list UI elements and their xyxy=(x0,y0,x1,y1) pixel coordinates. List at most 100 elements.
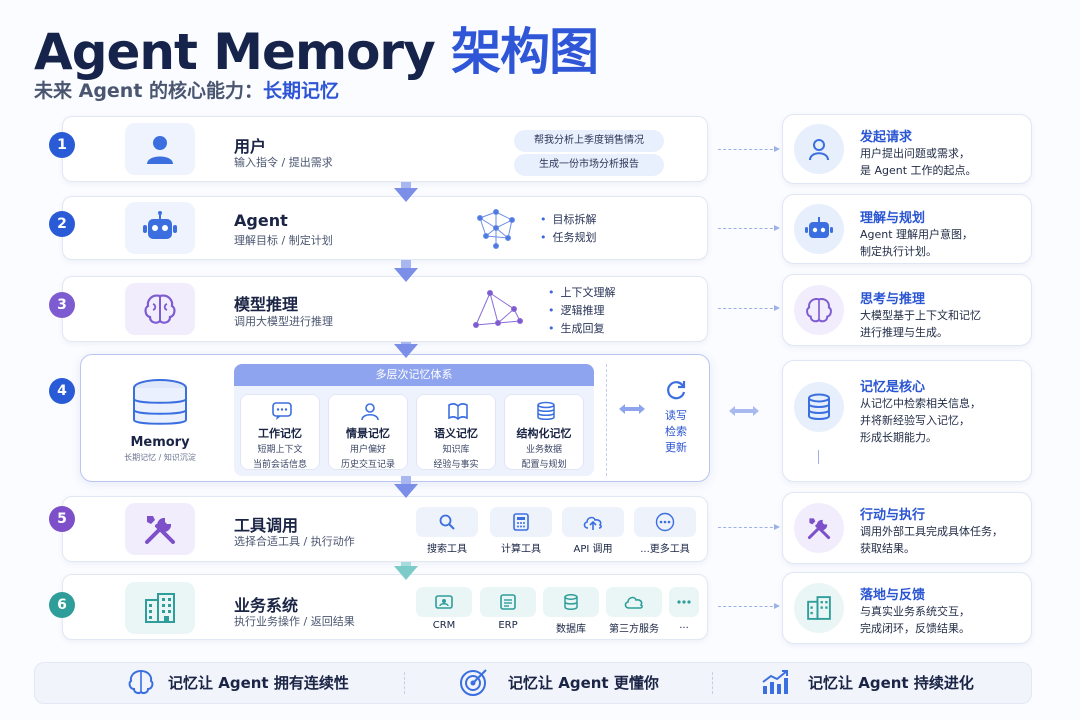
flow-arrow xyxy=(401,260,411,270)
step-number-2: 2 xyxy=(49,211,75,237)
connector xyxy=(818,450,819,464)
flow-arrow xyxy=(394,188,418,202)
row-title: 用户 xyxy=(234,137,267,156)
tool-label: API 调用 xyxy=(573,544,613,555)
crm-icon xyxy=(435,595,453,609)
tools-icon xyxy=(125,503,195,555)
connector xyxy=(718,146,780,152)
row-title: 模型推理 xyxy=(234,295,299,314)
more-systems xyxy=(669,587,699,617)
crm-system xyxy=(416,587,472,617)
footer-item: 记忆让 Agent 拥有连续性 xyxy=(168,674,349,692)
bullet-item: 逻辑推理 xyxy=(548,302,616,320)
memory-card-working: 工作记忆 短期上下文 当前会话信息 xyxy=(240,394,320,470)
cloud-icon xyxy=(624,596,643,609)
tool-label: ...更多工具 xyxy=(640,544,690,555)
divider xyxy=(404,672,405,694)
db-icon xyxy=(564,594,578,610)
calculator-tool xyxy=(490,507,552,537)
step-number-1: 1 xyxy=(49,132,75,158)
user-icon xyxy=(125,123,195,175)
database-icon xyxy=(794,382,844,432)
card-line: 并将新经验写入记忆， xyxy=(860,414,970,427)
row-subtitle: 选择合适工具 / 执行动作 xyxy=(234,535,355,548)
bullet-item: 任务规划 xyxy=(540,229,597,247)
bullet-list: 目标拆解 任务规划 xyxy=(540,211,597,247)
chat-icon xyxy=(272,402,292,420)
robot-icon xyxy=(125,202,195,254)
connector xyxy=(718,603,780,609)
card-title: 记忆是核心 xyxy=(860,380,926,395)
footer-item: 记忆让 Agent 持续进化 xyxy=(808,674,974,692)
memory-card-line: 短期上下文 xyxy=(257,445,303,455)
card-line: 用户提出问题或需求， xyxy=(860,147,970,160)
erp-icon xyxy=(500,594,516,610)
graph-icon xyxy=(473,290,523,328)
card-body: 大模型基于上下文和记忆进行推理与生成。 xyxy=(860,307,981,341)
title-en: Agent Memory xyxy=(34,23,452,81)
network-icon xyxy=(477,209,515,249)
row-subtitle: 执行业务操作 / 返回结果 xyxy=(234,615,355,628)
person-icon xyxy=(361,403,379,421)
tool-label: 搜索工具 xyxy=(427,544,467,555)
row-subtitle: 理解目标 / 制定计划 xyxy=(234,234,333,247)
flow-arrow xyxy=(394,268,418,282)
calculator-icon xyxy=(513,513,529,531)
flow-arrow xyxy=(394,484,418,498)
system-label: 数据库 xyxy=(556,624,586,635)
chat-bubble: 生成一份市场分析报告 xyxy=(514,154,664,176)
memory-label: Memory xyxy=(130,435,190,450)
card-body: 用户提出问题或需求， 是 Agent 工作的起点。 xyxy=(860,145,977,179)
api-tool xyxy=(562,507,624,537)
title-cn: 架构图 xyxy=(451,23,599,81)
memory-system-header: 多层次记忆体系 xyxy=(234,364,594,386)
card-body: 调用外部工具完成具体任务，获取结果。 xyxy=(860,523,1003,557)
rw-label: 更新 xyxy=(665,441,687,454)
brain-icon xyxy=(794,285,844,335)
memory-card-title: 结构化记忆 xyxy=(516,427,572,440)
head-brain-icon xyxy=(128,669,154,694)
building-icon xyxy=(125,582,195,634)
memory-card-title: 情景记忆 xyxy=(346,427,390,440)
card-line: 是 Agent 工作的起点。 xyxy=(860,164,977,177)
memory-card-line: 当前会话信息 xyxy=(252,460,307,470)
card-title: 行动与执行 xyxy=(860,508,926,523)
flow-arrow xyxy=(394,344,418,358)
flow-arrow xyxy=(401,562,411,568)
footer-item: 记忆让 Agent 更懂你 xyxy=(508,674,659,692)
card-body: Agent 理解用户意图，制定执行计划。 xyxy=(860,226,973,260)
card-line: 获取结果。 xyxy=(860,542,915,555)
bidirectional-arrow-icon xyxy=(729,406,759,416)
memory-card-title: 工作记忆 xyxy=(258,427,302,440)
more-icon xyxy=(655,512,675,532)
memory-card-episodic: 情景记忆 用户偏好 历史交互记录 xyxy=(328,394,408,470)
system-label: 第三方服务 xyxy=(609,624,659,635)
card-line: Agent 理解用户意图， xyxy=(860,228,974,241)
card-body: 与真实业务系统交互，完成闭环，反馈结果。 xyxy=(860,603,970,637)
step-number-5: 5 xyxy=(49,506,75,532)
memory-card-line: 配置与规划 xyxy=(521,460,567,470)
footer-bar xyxy=(34,662,1032,704)
row-title: Agent xyxy=(234,211,288,230)
tool-label: 计算工具 xyxy=(501,544,541,555)
card-title: 理解与规划 xyxy=(860,211,926,226)
card-line: 大模型基于上下文和记忆 xyxy=(860,309,981,322)
flow-arrow xyxy=(401,476,411,484)
memory-card-line: 业务数据 xyxy=(525,445,562,455)
card-line: 从记忆中检索相关信息， xyxy=(860,397,981,410)
memory-card-line: 历史交互记录 xyxy=(340,460,395,470)
refresh-icon xyxy=(667,381,686,400)
tools-icon xyxy=(794,503,844,553)
memory-card-line: 经验与事实 xyxy=(433,460,479,470)
flow-arrow xyxy=(394,566,418,580)
memory-card-title: 语义记忆 xyxy=(434,427,478,440)
brain-icon xyxy=(125,283,195,335)
card-title: 落地与反馈 xyxy=(860,588,926,603)
card-line: 形成长期能力。 xyxy=(860,431,937,444)
divider xyxy=(606,364,607,476)
database-icon xyxy=(130,378,190,436)
step-number-6: 6 xyxy=(49,592,75,618)
chat-bubble: 帮我分析上季度销售情况 xyxy=(514,130,664,152)
row-title: 工具调用 xyxy=(234,516,299,535)
user-icon xyxy=(794,124,844,174)
